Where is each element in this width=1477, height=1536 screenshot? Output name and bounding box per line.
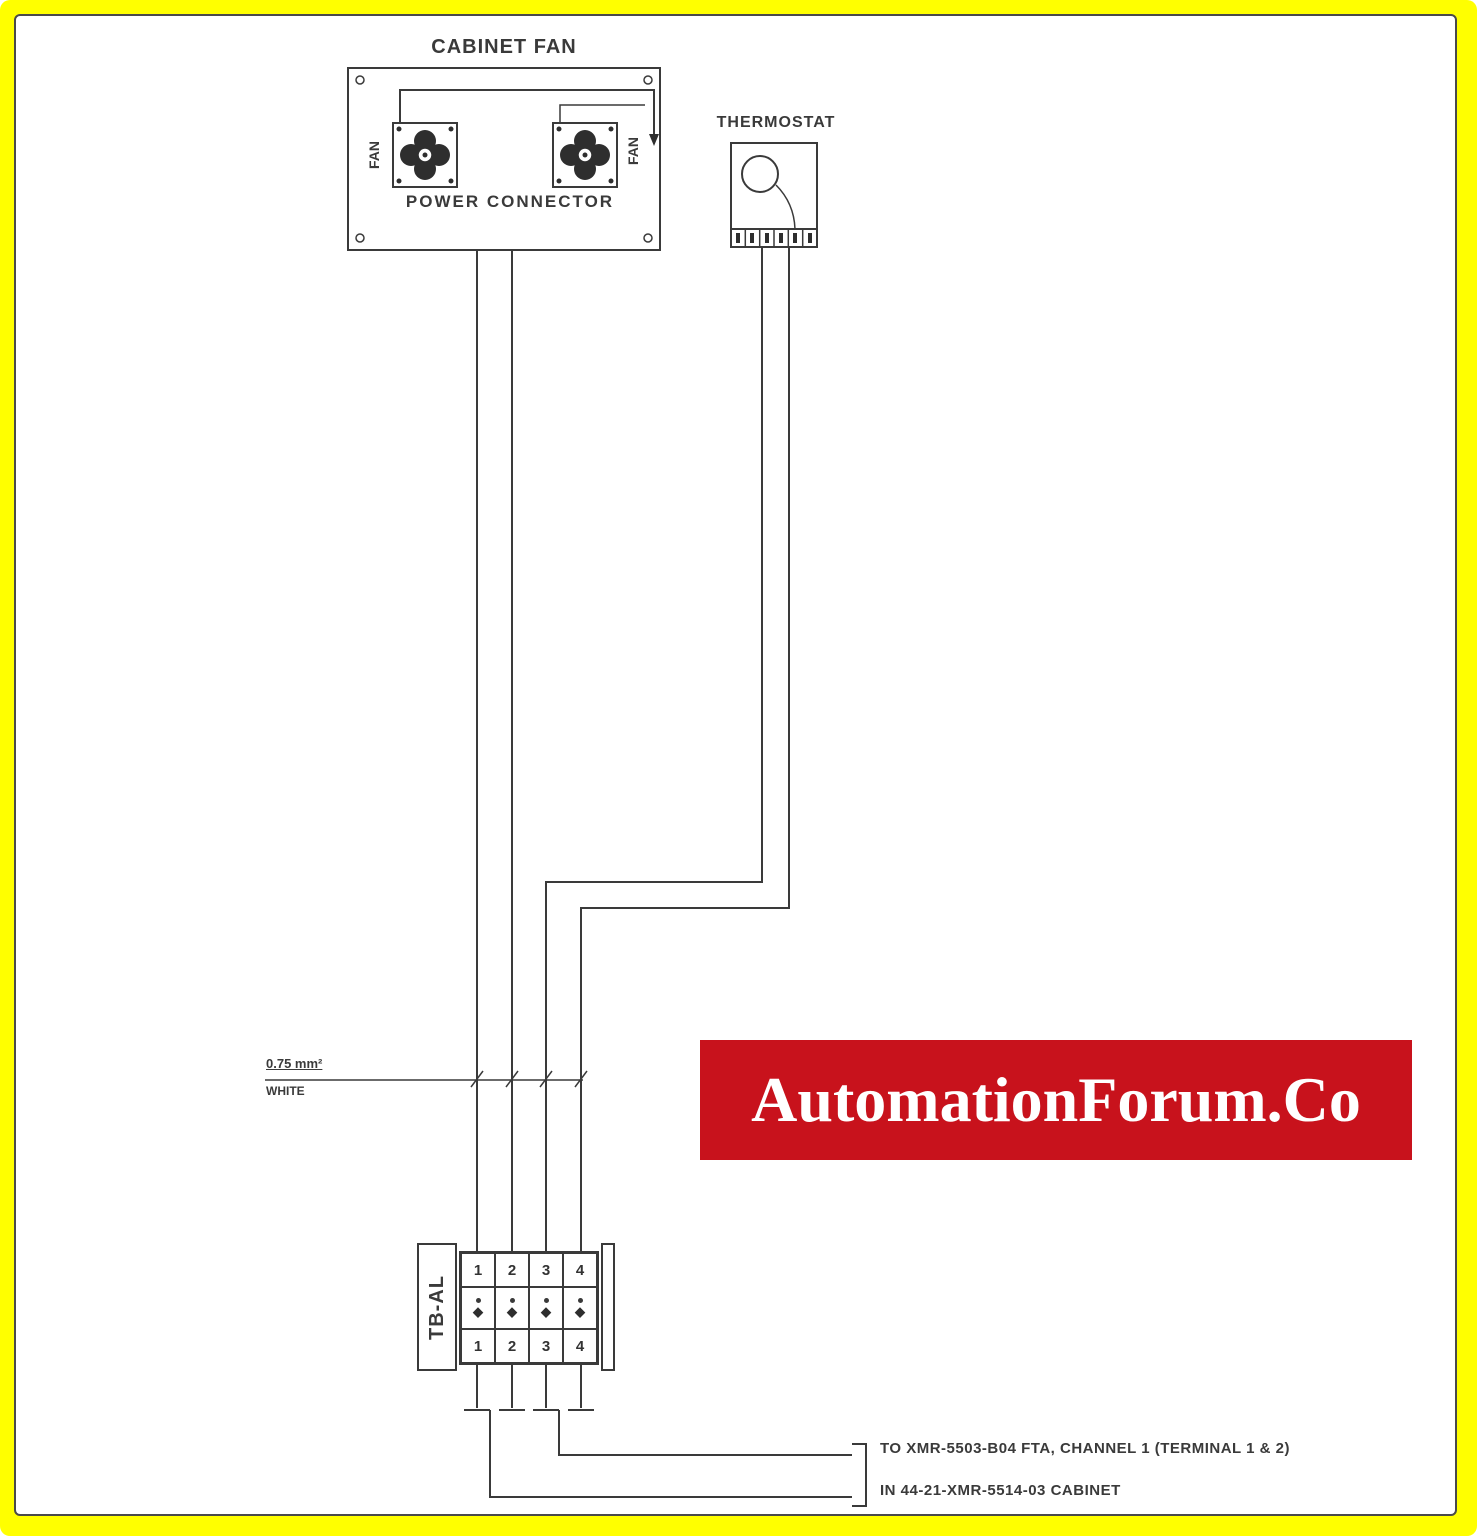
- arrowhead-icon: [649, 134, 659, 146]
- watermark-text: AutomationForum.Co: [751, 1064, 1361, 1135]
- terminal-top-1: 1: [461, 1253, 495, 1287]
- wire-slash-marks: [470, 1070, 588, 1088]
- fan-right-label: FAN: [625, 137, 641, 165]
- terminal-bottom-2: 2: [495, 1329, 529, 1363]
- screw-icon: [355, 75, 365, 85]
- fan-icon: [392, 122, 458, 188]
- terminal-bottom-1: 1: [461, 1329, 495, 1363]
- terminal-bridge-cell: ◆: [563, 1287, 597, 1329]
- thermostat-wire-1: [545, 247, 763, 1251]
- terminal-bridge-cell: ◆: [529, 1287, 563, 1329]
- terminal-top-2: 2: [495, 1253, 529, 1287]
- cabinet-fan-enclosure: [347, 67, 661, 251]
- internal-wire-stub: [559, 104, 645, 123]
- terminal-bridge-icon: ◆: [541, 1298, 551, 1318]
- channel-wire-upper: [558, 1410, 852, 1456]
- screw-icon: [643, 75, 653, 85]
- screw-icon: [643, 233, 653, 243]
- channel-wire-lower: [489, 1410, 852, 1498]
- terminal-bridge-icon: ◆: [575, 1298, 585, 1318]
- terminal-bottom-4: 4: [563, 1329, 597, 1363]
- grouping-bracket: [852, 1443, 867, 1507]
- terminal-bridge-cell: ◆: [495, 1287, 529, 1329]
- terminal-block-grid: 1 2 3 4 ◆ ◆ ◆ ◆ 1 2 3 4: [459, 1251, 599, 1365]
- terminal-block-end-bar: [601, 1243, 615, 1371]
- fan-left-label: FAN: [366, 141, 382, 169]
- terminal-bridge-cell: ◆: [461, 1287, 495, 1329]
- terminal-top-4: 4: [563, 1253, 597, 1287]
- destination-note-line1: TO XMR-5503-B04 FTA, CHANNEL 1 (TERMINAL…: [880, 1440, 1290, 1457]
- destination-note-line2: IN 44-21-XMR-5514-03 CABINET: [880, 1482, 1121, 1499]
- terminal-block-name-plate: TB-AL: [417, 1243, 457, 1371]
- internal-wire-loop: [399, 89, 655, 136]
- wire-color-label: WHITE: [266, 1084, 305, 1098]
- cabinet-fan-title: CABINET FAN: [431, 36, 577, 58]
- terminal-top-3: 3: [529, 1253, 563, 1287]
- wire-size-label: 0.75 mm²: [266, 1056, 323, 1071]
- terminal-bottom-3: 3: [529, 1329, 563, 1363]
- power-connector-label: POWER CONNECTOR: [405, 192, 615, 211]
- terminal-bridge-icon: ◆: [473, 1298, 483, 1318]
- thermostat-title: THERMOSTAT: [716, 114, 836, 131]
- fan-icon: [552, 122, 618, 188]
- terminal-block-name: TB-AL: [425, 1274, 448, 1340]
- terminal-exit-wires: [476, 1365, 582, 1408]
- thermostat-symbol: [730, 142, 818, 248]
- terminal-bridge-icon: ◆: [507, 1298, 517, 1318]
- screw-icon: [355, 233, 365, 243]
- watermark-banner: AutomationForum.Co: [700, 1040, 1412, 1160]
- diagram-paper: [14, 14, 1457, 1516]
